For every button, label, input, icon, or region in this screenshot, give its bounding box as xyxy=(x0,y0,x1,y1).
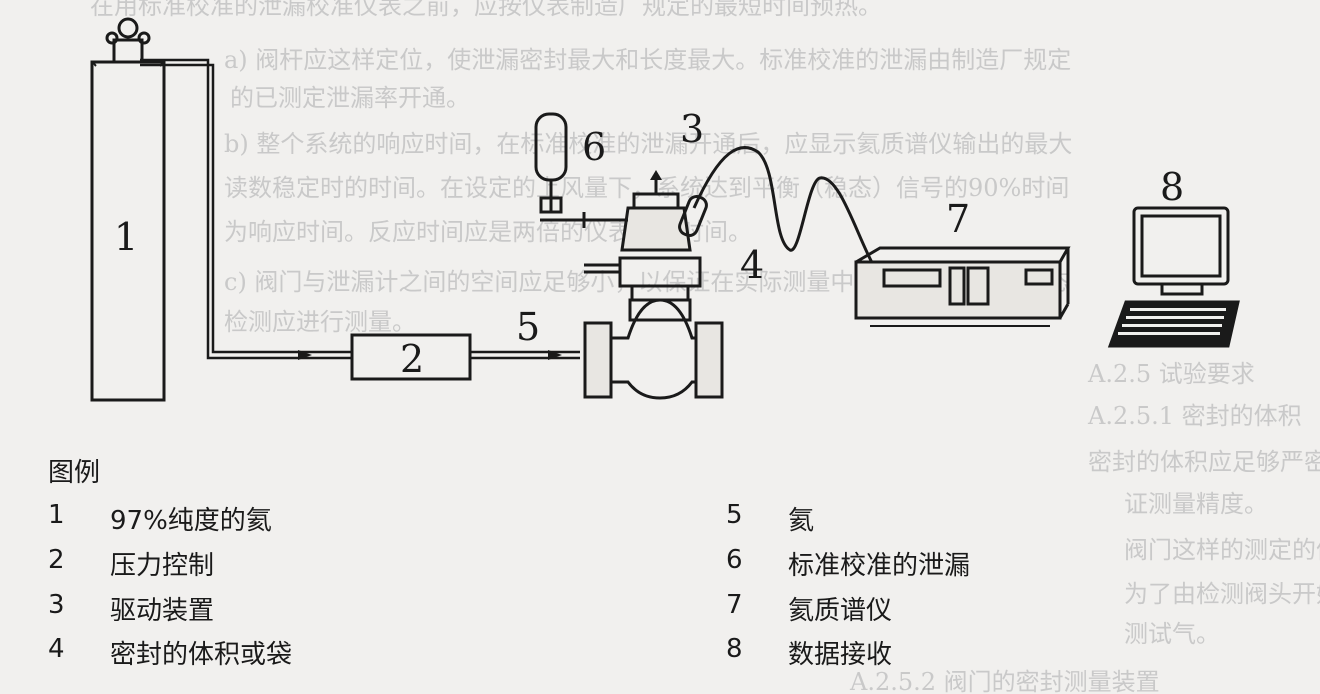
bleed-text-line: A.2.5 试验要求 xyxy=(1087,360,1255,388)
pressure-control-box xyxy=(350,333,472,381)
bleed-text-line: 密封的体积应足够严密和配置足够长的平衡时间以确保所有的泄漏能被测到。 xyxy=(1088,448,1320,476)
bleed-text-line: 检测应进行测量。 xyxy=(224,308,416,336)
bleed-text-line: a) 阀杆应这样定位，使泄漏密封最大和长度最大。标准校准的泄漏由制造厂规定 xyxy=(224,46,1071,74)
bleed-text-line: 读数稳定时的时间。在设定的上风量下，系统达到平衡（稳态）信号的90%时间 xyxy=(224,174,1069,202)
bleed-text-line: 阀门这样的测定的体积中，才能使驱动装置可移动。 xyxy=(1124,536,1320,564)
helium-mass-spectrometer xyxy=(854,246,1071,327)
sniffer-hose xyxy=(692,146,878,271)
label-8: 8 xyxy=(1160,165,1184,209)
flow-arrows xyxy=(298,350,562,360)
bleed-text-line: A.2.5.1 密封的体积 xyxy=(1087,402,1302,430)
label-1: 1 xyxy=(114,215,138,259)
keyboard-keys xyxy=(1118,308,1226,335)
label-3: 3 xyxy=(680,107,704,151)
label-2: 2 xyxy=(400,337,424,381)
label-4: 4 xyxy=(740,243,764,287)
bleed-text-line: 的已测定泄漏率开通。 xyxy=(230,84,470,112)
bleed-text-line: 在用标准校准的泄漏校准仪表之前，应按仪表制造厂规定的最短时间预热。 xyxy=(90,0,882,20)
helium-cylinder xyxy=(90,17,166,402)
calibrated-leak xyxy=(534,112,628,228)
label-6: 6 xyxy=(582,125,606,169)
label-5: 5 xyxy=(516,305,540,349)
bleed-text-line: A.2.5.2 阀门的密封测量装置 xyxy=(849,668,1160,694)
bleed-text-line: b) 整个系统的响应时间，在标准校准的泄漏开通后，应显示氦质谱仪输出的最大 xyxy=(224,130,1072,158)
bleed-text-line: 证测量精度。 xyxy=(1124,490,1268,518)
bleed-text-line: 测试气。 xyxy=(1124,620,1220,648)
gas-line xyxy=(140,58,580,360)
background-bleed-text: 在用标准校准的泄漏校准仪表之前，应按仪表制造厂规定的最短时间预热。 a) 阀杆应这… xyxy=(90,0,1320,694)
bleed-text-line: 为了由检测阀头开始清洁测量，至少长度为50倍阀头直径的软管连接于阀门 xyxy=(1124,580,1320,608)
label-7: 7 xyxy=(946,197,970,241)
test-valve xyxy=(583,256,724,400)
